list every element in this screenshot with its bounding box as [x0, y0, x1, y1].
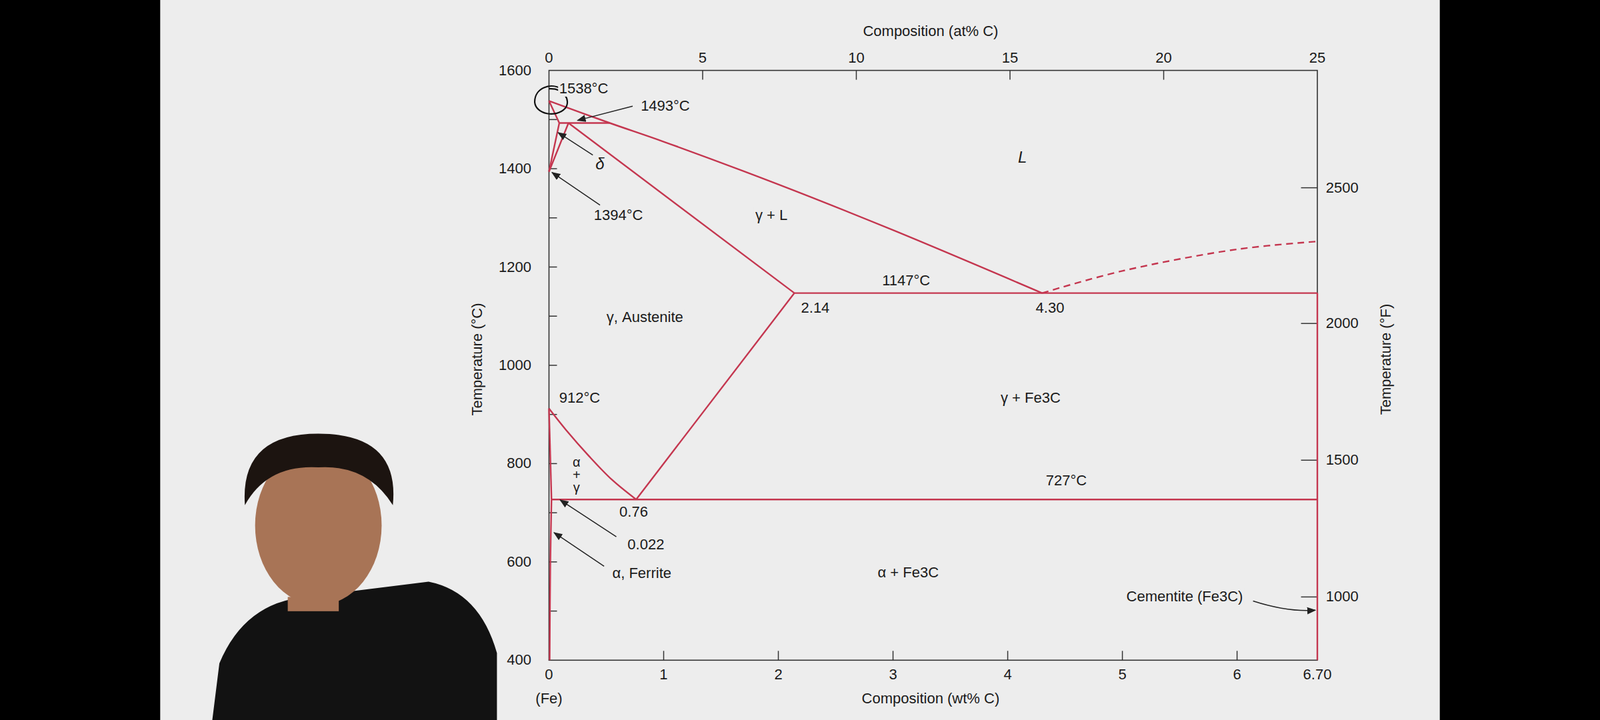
tick-label: 3: [887, 666, 898, 683]
phase-label: δ: [594, 155, 606, 173]
phase-label: α + γ: [568, 455, 585, 494]
tick-label: 2000: [1324, 315, 1360, 332]
phase-boundaries: [548, 100, 1318, 660]
temperature-label: 727°C: [1044, 472, 1088, 489]
tick-label: 1600: [497, 62, 533, 79]
phase-label: Cementite (Fe3C): [1125, 588, 1245, 605]
presenter-photo: [212, 434, 497, 720]
tick-label: 5: [1116, 666, 1128, 683]
axis-title: Composition (at% C): [861, 23, 1000, 40]
tick-label: 0: [543, 666, 554, 683]
phase-boundary: [548, 100, 559, 123]
phase-boundary: [551, 498, 1318, 500]
phase-boundary: [794, 292, 1318, 294]
tick-label: 1400: [497, 160, 533, 177]
temperature-label: 1147°C: [880, 272, 932, 289]
axis-ticks: [548, 70, 1318, 661]
tick-label: 1200: [497, 258, 533, 275]
leader-arrow: [560, 500, 616, 537]
tick-label: 0: [543, 50, 554, 66]
phase-label: γ + L: [754, 207, 789, 224]
plot-frame: [548, 70, 1318, 661]
phase-boundary: [568, 122, 795, 293]
composition-label: 4.30: [1034, 300, 1066, 316]
phase-boundary: [550, 499, 552, 660]
tick-label: 6.70: [1302, 666, 1334, 683]
tick-label: 25: [1308, 50, 1327, 66]
phase-label: γ + Fe3C: [999, 390, 1062, 406]
tick-label: 400: [505, 652, 533, 668]
tick-label: 800: [505, 455, 533, 472]
leader-arrow: [554, 532, 604, 567]
composition-label: 2.14: [800, 300, 832, 316]
phase-label: α + Fe3C: [876, 564, 940, 581]
tick-label: 15: [1000, 50, 1020, 66]
axis-title: Temperature (°C): [469, 301, 486, 417]
temperature-label: 1493°C: [639, 98, 692, 114]
tick-label: 2500: [1324, 180, 1360, 196]
composition-label: 0.022: [626, 536, 666, 553]
axis-note: (Fe): [534, 690, 564, 707]
phase-boundary: [548, 408, 552, 500]
tick-label: 1500: [1324, 452, 1360, 468]
leader-arrow: [577, 106, 633, 120]
tick-label: 6: [1231, 666, 1242, 683]
phase-boundary: [548, 408, 636, 500]
tick-label: 1000: [497, 357, 533, 374]
phase-boundary: [548, 100, 1042, 293]
phase-boundary: [548, 122, 559, 172]
tick-label: 600: [505, 554, 533, 570]
temperature-label: 1538°C: [558, 80, 610, 97]
tick-label: 1000: [1324, 588, 1360, 605]
composition-label: 0.76: [618, 504, 650, 520]
leader-arrow: [1253, 601, 1316, 611]
slide-ground: [160, 0, 1440, 720]
phase-label: α, Ferrite: [610, 565, 673, 582]
phase-boundary: [548, 122, 568, 172]
tick-label: 4: [1002, 666, 1013, 683]
leader-arrow: [558, 132, 593, 156]
leader-arrow: [552, 172, 600, 206]
temperature-label: 912°C: [558, 390, 602, 406]
phase-boundary: [1316, 293, 1318, 661]
tick-label: 2: [772, 666, 784, 683]
metastable-boundary: [1042, 241, 1318, 293]
tick-label: 20: [1154, 50, 1173, 66]
tick-label: 10: [846, 50, 866, 66]
leader-lines: [552, 106, 1316, 611]
phase-boundary: [559, 122, 610, 124]
phase-label: L: [1016, 148, 1028, 166]
phase-label: γ, Austenite: [605, 309, 685, 326]
tick-label: 1: [658, 666, 669, 683]
axis-title: Temperature (°F): [1377, 302, 1394, 417]
axis-title: Composition (wt% C): [860, 690, 1002, 707]
tick-label: 5: [697, 50, 708, 66]
temperature-label: 1394°C: [592, 207, 645, 224]
